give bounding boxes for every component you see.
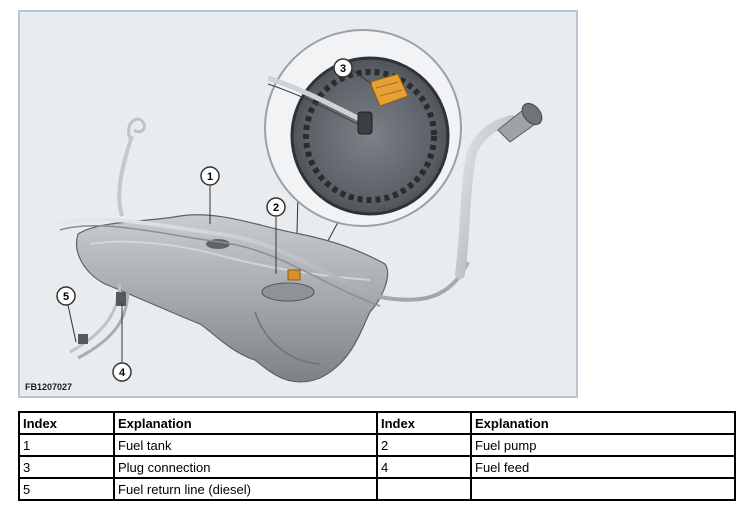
flange-ring	[303, 69, 437, 203]
zoom-pipe-edge	[267, 83, 363, 127]
plug-connection-part	[369, 73, 409, 107]
svg-text:4: 4	[119, 367, 126, 379]
figure-code: FB1207027	[25, 382, 73, 392]
fuel-system-illustration: 1 2 3 4 5 FB1207027	[18, 10, 578, 398]
vent-hook	[127, 117, 146, 139]
cell-index: 1	[18, 433, 115, 457]
callout-1: 1	[200, 166, 220, 224]
callout-2: 2	[266, 197, 286, 274]
fuel-tank	[76, 214, 389, 383]
callout-5: 5	[56, 286, 77, 343]
cell-explanation	[470, 477, 736, 501]
header-explanation-2: Explanation	[470, 411, 736, 435]
cell-explanation: Fuel pump	[470, 433, 736, 457]
fuel-tank-drawing	[59, 29, 543, 383]
table-row: 3 Plug connection 4 Fuel feed	[18, 455, 736, 479]
cell-explanation: Fuel feed	[470, 455, 736, 479]
cell-index	[376, 477, 472, 501]
header-index-1: Index	[18, 411, 115, 435]
cell-index: 2	[376, 433, 472, 457]
svg-text:1: 1	[207, 171, 213, 183]
svg-text:3: 3	[340, 63, 346, 75]
table-row: 1 Fuel tank 2 Fuel pump	[18, 433, 736, 457]
tank-contour	[254, 311, 321, 365]
pump-flange	[261, 282, 315, 302]
vent-pipe	[117, 135, 134, 217]
callout-layer: 1 2 3 4 5	[56, 58, 373, 382]
cell-index: 5	[18, 477, 115, 501]
tank-pipe-thin	[59, 224, 381, 307]
cell-index: 4	[376, 455, 472, 479]
svg-text:5: 5	[63, 291, 69, 303]
legend-table: Index Explanation Index Explanation 1 Fu…	[18, 411, 736, 501]
pump-plug	[287, 269, 301, 281]
tank-pipe	[59, 217, 470, 302]
callout-3: 3	[333, 58, 373, 85]
table-row: 5 Fuel return line (diesel)	[18, 477, 736, 501]
cell-explanation: Fuel tank	[113, 433, 378, 457]
filler-opening	[521, 102, 543, 126]
svg-text:2: 2	[273, 202, 279, 214]
cell-explanation: Plug connection	[113, 455, 378, 479]
line-clip-lower	[78, 334, 88, 344]
cell-explanation: Fuel return line (diesel)	[113, 477, 378, 501]
filler-neck	[455, 115, 517, 279]
zoom-connector	[357, 111, 373, 135]
line-clip-upper	[116, 292, 126, 306]
return-line	[77, 287, 130, 360]
tank-highlight	[89, 240, 371, 281]
pump-top-view	[290, 56, 450, 216]
header-index-2: Index	[376, 411, 472, 435]
zoom-pipe	[267, 75, 364, 123]
legend-header-row: Index Explanation Index Explanation	[18, 411, 736, 435]
header-explanation-1: Explanation	[113, 411, 378, 435]
callout-4: 4	[112, 302, 132, 382]
cell-index: 3	[18, 455, 115, 479]
